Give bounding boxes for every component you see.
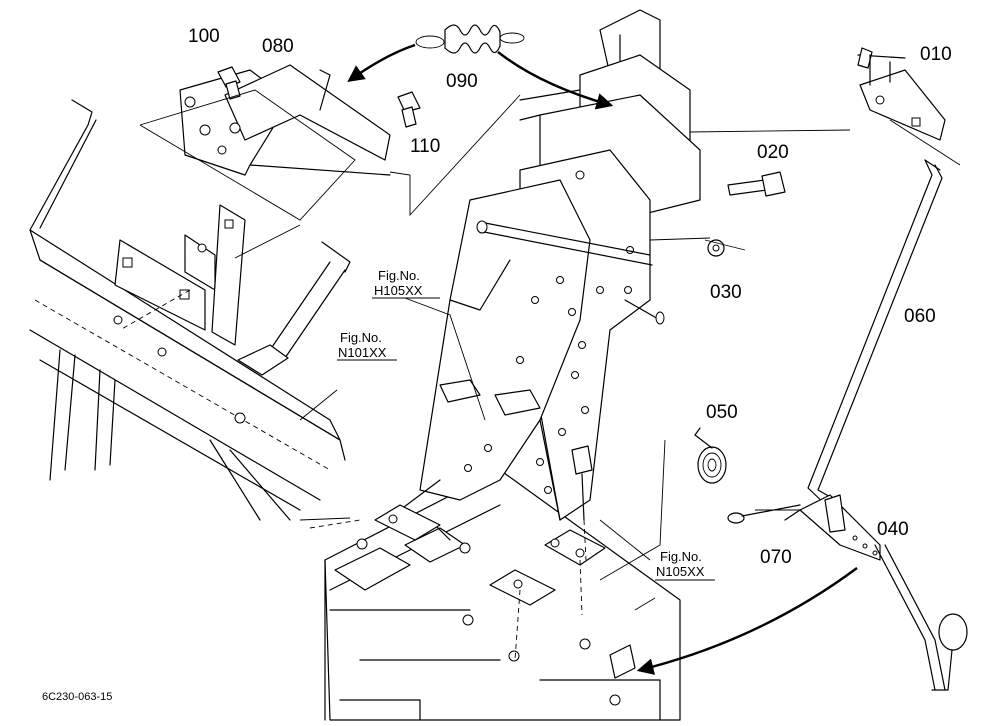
part-080-plate [179, 64, 391, 176]
part-060-rod [807, 159, 943, 506]
part-label-090: 090 [446, 71, 478, 92]
figure-ref-h105xx-line2: H105XX [374, 283, 423, 298]
part-label-080: 080 [262, 36, 294, 57]
part-100-bolt [217, 66, 241, 100]
part-label-050: 050 [706, 402, 738, 423]
figure-ref-n105xx-line1: Fig.No. [660, 549, 702, 564]
part-020-bolt [727, 171, 786, 197]
main-frame [324, 469, 681, 721]
part-label-040: 040 [877, 519, 909, 540]
part-050-spring [694, 427, 727, 484]
stop-plunger [571, 445, 593, 561]
part-label-030: 030 [710, 282, 742, 303]
leader-lines [139, 89, 961, 611]
figure-ref-n101xx-line1: Fig.No. [340, 330, 382, 345]
part-label-070: 070 [760, 547, 792, 568]
part-label-020: 020 [757, 142, 789, 163]
frame-left-assembly [29, 229, 361, 529]
part-label-110: 110 [410, 136, 440, 157]
part-010-bracket [857, 47, 946, 141]
drawing-code: 6C230-063-15 [42, 691, 112, 703]
figure-ref-n101xx: Fig.No. N101XX [338, 330, 387, 360]
part-label-010: 010 [920, 44, 952, 65]
part-040-pedal-arm [784, 494, 968, 691]
figure-ref-h105xx-line1: Fig.No. [378, 268, 420, 283]
part-label-100: 100 [188, 26, 220, 47]
part-110-bolt [397, 91, 421, 128]
frame-bracket [114, 204, 246, 346]
figure-ref-n101xx-line2: N101XX [338, 345, 387, 360]
left-pedal-rod [29, 99, 97, 231]
figure-ref-n105xx-line2: N105XX [656, 564, 705, 579]
part-label-060: 060 [904, 306, 936, 327]
figure-ref-n105xx: Fig.No. N105XX [656, 549, 705, 579]
pedal-support-frame [374, 9, 701, 661]
step-bracket [237, 241, 351, 376]
figure-ref-h105xx: Fig.No. H105XX [374, 268, 423, 298]
part-090-spring [415, 24, 525, 54]
part-070-pin [727, 504, 801, 524]
assembly-arrows [347, 43, 858, 675]
